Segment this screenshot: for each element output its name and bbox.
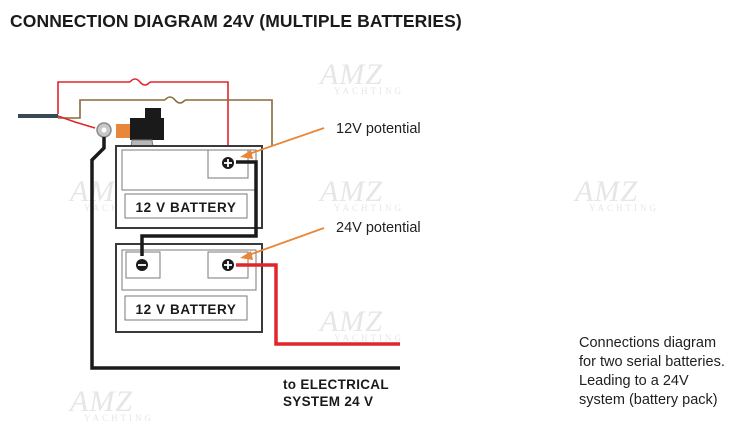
output-label-line: to ELECTRICAL [283, 377, 389, 392]
battery-label: 12 V BATTERY [136, 200, 237, 215]
battery-label: 12 V BATTERY [136, 302, 237, 317]
diagram-title: CONNECTION DIAGRAM 24V (MULTIPLE BATTERI… [10, 11, 462, 31]
positive-wire [236, 263, 400, 346]
negative-wire [90, 137, 400, 370]
label-12v-potential: 12V potential [336, 121, 421, 137]
output-label: to ELECTRICAL SYSTEM 24 V [283, 376, 389, 410]
label-24v-potential: 24V potential [336, 220, 421, 236]
description-line: system (battery pack) [579, 392, 718, 408]
description-line: Connections diagram [579, 335, 717, 351]
output-label-line: SYSTEM 24 V [283, 394, 374, 409]
battery-2: 12 V BATTERY [115, 243, 263, 333]
fuse-icon [164, 96, 186, 104]
description: Connections diagram for two serial batte… [579, 334, 725, 410]
description-line: for two serial batteries. [579, 354, 725, 370]
battery-1: 12 V BATTERY [115, 145, 263, 229]
series-link-wire [140, 160, 258, 256]
fuse-icon [129, 78, 151, 86]
potential-arrows [240, 127, 325, 260]
description-line: Leading to a 24V [579, 373, 689, 389]
relay-icon [130, 118, 164, 140]
connector-icon [116, 124, 130, 138]
